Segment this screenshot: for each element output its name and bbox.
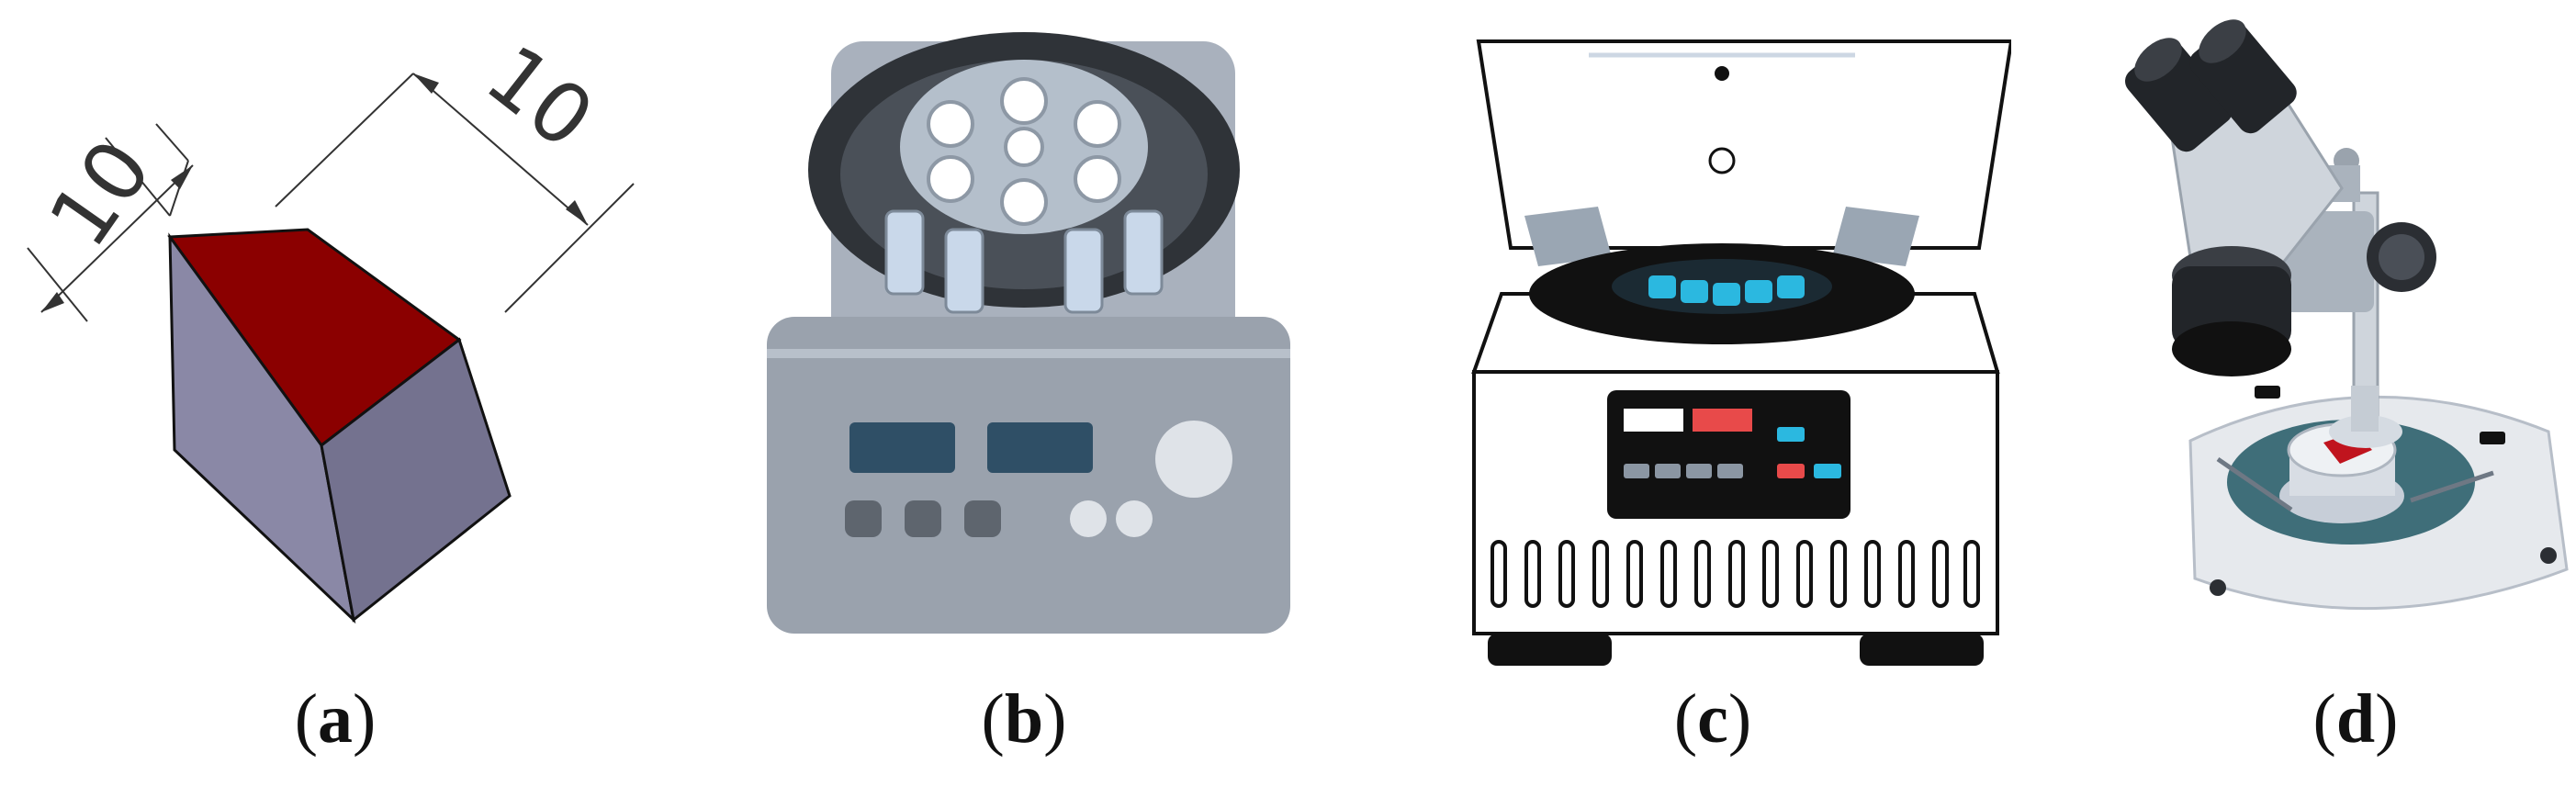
dimension-label-right: 10	[468, 27, 611, 167]
panel-c-centrifuge-open: (c)	[1460, 0, 2011, 786]
panel-b-centrifuge: (b)	[716, 0, 1359, 786]
centrifuge-base	[767, 317, 1290, 634]
caption-b: (b)	[981, 680, 1067, 758]
caption-c: (c)	[1673, 680, 1752, 758]
caption-d-letter: d	[2335, 680, 2376, 758]
display-right	[987, 422, 1093, 473]
panel-d-microscope: (d)	[2117, 0, 2576, 786]
open-centrifuge-illustration	[1471, 39, 2011, 666]
caption-c-letter: c	[1697, 680, 1728, 758]
cube-right-face	[320, 337, 512, 623]
microscope-illustration	[2125, 19, 2569, 611]
control-knob	[1155, 421, 1232, 498]
caption-a: (a)	[294, 680, 377, 758]
centrifuge-illustration	[767, 32, 1290, 634]
eyepieces	[2125, 19, 2297, 152]
caption-d: (d)	[2312, 680, 2399, 758]
caption-b-letter: b	[1004, 680, 1044, 758]
rotor-buckets	[1648, 275, 1805, 306]
caption-a-letter: a	[318, 680, 353, 758]
dimension-label-left: 10	[31, 123, 171, 264]
display-left	[849, 422, 955, 473]
panel-a-cube-drawing: 10 10 (a)	[0, 0, 643, 786]
open-lid	[1476, 39, 2011, 250]
vent-slots	[1490, 540, 1980, 608]
cube-illustration: 10 10	[27, 27, 635, 624]
